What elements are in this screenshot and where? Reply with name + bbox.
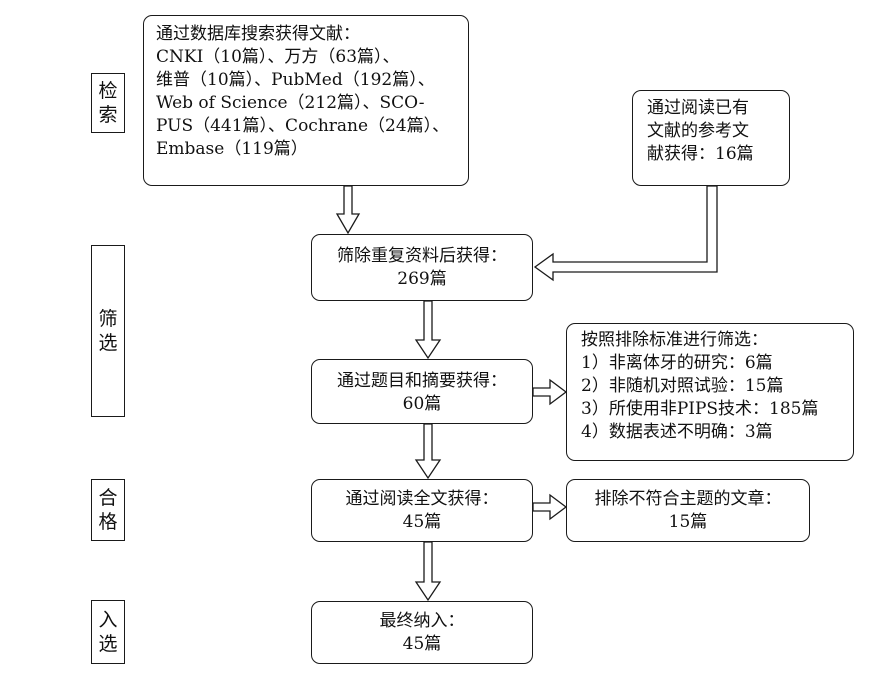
fulltext-box: 通过阅读全文获得： 45篇 bbox=[311, 479, 533, 542]
reference-search-text: 通过阅读已有 文献的参考文 献获得：16篇 bbox=[647, 98, 754, 164]
reference-search-box: 通过阅读已有 文献的参考文 献获得：16篇 bbox=[632, 90, 790, 186]
dedup-label: 筛除重复资料后获得： bbox=[337, 246, 507, 266]
dedup-count: 269篇 bbox=[397, 269, 447, 289]
exclusion-criteria-box: 按照排除标准进行筛选： 1）非离体牙的研究：6篇 2）非随机对照试验：15篇 3… bbox=[566, 323, 854, 461]
title-abstract-box: 通过题目和摘要获得： 60篇 bbox=[311, 359, 533, 424]
stage-label-search: 检索 bbox=[91, 73, 125, 133]
arrow-fulltext-to-offtopic bbox=[532, 493, 568, 521]
exclusion-title: 按照排除标准进行筛选： bbox=[581, 330, 768, 350]
final-count: 45篇 bbox=[402, 634, 442, 654]
arrow-title-to-fulltext bbox=[414, 423, 442, 480]
offtopic-count: 15篇 bbox=[668, 512, 708, 532]
database-search-box: 通过数据库搜索获得文献： CNKI（10篇）、万方（63篇）、 维普（10篇）、… bbox=[143, 15, 469, 186]
offtopic-exclusion-box: 排除不符合主题的文章： 15篇 bbox=[566, 479, 810, 542]
fulltext-label: 通过阅读全文获得： bbox=[345, 489, 499, 509]
final-inclusion-box: 最终纳入： 45篇 bbox=[311, 601, 533, 664]
fulltext-count: 45篇 bbox=[402, 512, 442, 532]
final-label: 最终纳入： bbox=[379, 611, 465, 631]
dedup-box: 筛除重复资料后获得： 269篇 bbox=[311, 234, 533, 301]
arrow-fulltext-to-final bbox=[414, 541, 442, 602]
stage-label-include: 入选 bbox=[91, 600, 125, 664]
title-abstract-label: 通过题目和摘要获得： bbox=[337, 371, 507, 391]
database-search-text: 通过数据库搜索获得文献： CNKI（10篇）、万方（63篇）、 维普（10篇）、… bbox=[156, 24, 450, 159]
stage-label-include-text: 入选 bbox=[98, 609, 118, 655]
exclusion-item: 2）非随机对照试验：15篇 bbox=[581, 376, 784, 396]
arrow-title-to-exclusion bbox=[532, 378, 568, 406]
stage-label-search-text: 检索 bbox=[98, 80, 118, 126]
arrow-reference-to-dedup bbox=[533, 185, 718, 282]
exclusion-item: 3）所使用非PIPS技术：185篇 bbox=[581, 399, 819, 419]
stage-label-screen: 筛选 bbox=[91, 245, 125, 417]
arrow-dedup-to-title bbox=[414, 300, 442, 360]
stage-label-eligible-text: 合格 bbox=[98, 487, 118, 533]
exclusion-item: 4）数据表述不明确：3篇 bbox=[581, 422, 773, 442]
offtopic-label: 排除不符合主题的文章： bbox=[594, 489, 782, 509]
title-abstract-count: 60篇 bbox=[402, 394, 442, 414]
stage-label-screen-text: 筛选 bbox=[98, 308, 118, 354]
stage-label-eligible: 合格 bbox=[91, 479, 125, 541]
exclusion-item: 1）非离体牙的研究：6篇 bbox=[581, 353, 773, 373]
arrow-search-to-dedup bbox=[335, 185, 361, 235]
